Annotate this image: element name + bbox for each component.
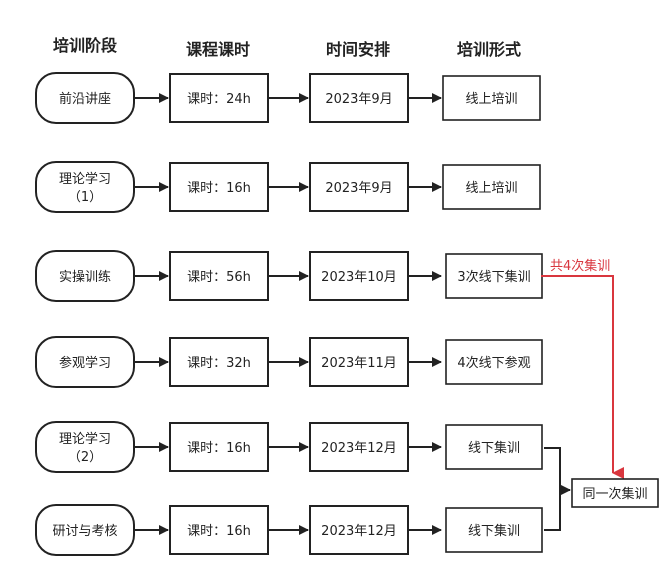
- form-box: [445, 424, 543, 470]
- merge-bracket: [544, 447, 561, 531]
- merge-connector-red: [541, 275, 624, 479]
- stage-label: 参观学习: [59, 355, 111, 371]
- time-label: 2023年11月: [321, 356, 397, 371]
- stage-label: 理论学习: [59, 171, 111, 187]
- stage-label: 研讨与考核: [52, 524, 117, 539]
- merge-box: [571, 478, 659, 508]
- hours-label: 课时：56h: [187, 270, 251, 285]
- header-stage: 培训阶段: [53, 36, 118, 55]
- time-box: [309, 505, 409, 555]
- time-box: [309, 251, 409, 301]
- form-box: [442, 164, 541, 210]
- header-hours: 课程课时: [186, 40, 250, 59]
- stage-label: 实操训练: [59, 269, 111, 285]
- stage-label: 理论学习: [59, 431, 111, 447]
- form-label: 线下集训: [468, 440, 520, 456]
- note-label: 共4次集训: [550, 258, 610, 274]
- time-label: 2023年9月: [325, 92, 392, 107]
- form-label: 4次线下参观: [457, 355, 530, 371]
- form-box: [445, 507, 543, 553]
- stage-label: 前沿讲座: [59, 91, 111, 107]
- hours-label: 课时：16h: [187, 524, 251, 539]
- form-box: [442, 75, 541, 121]
- hours-label: 课时：16h: [187, 441, 251, 456]
- hours-box: [169, 162, 269, 212]
- stage-label-sub: （1）: [68, 190, 102, 205]
- header-time: 时间安排: [326, 40, 390, 59]
- form-label: 线下集训: [468, 523, 520, 539]
- form-label: 线上培训: [465, 91, 517, 107]
- hours-label: 课时：16h: [187, 181, 251, 196]
- hours-box: [169, 251, 269, 301]
- hours-box: [169, 337, 269, 387]
- form-label: 3次线下集训: [457, 269, 530, 285]
- hours-box: [169, 505, 269, 555]
- time-box: [309, 337, 409, 387]
- time-label: 2023年9月: [325, 181, 392, 196]
- stage-label-sub: （2）: [68, 450, 102, 465]
- merge-box-label: 同一次集训: [582, 486, 647, 502]
- hours-label: 课时：32h: [187, 356, 251, 371]
- time-label: 2023年12月: [321, 524, 397, 539]
- form-label: 线上培训: [465, 180, 517, 196]
- hours-box: [169, 73, 269, 123]
- time-label: 2023年10月: [321, 270, 397, 285]
- time-label: 2023年12月: [321, 441, 397, 456]
- time-box: [309, 162, 409, 212]
- form-box: [445, 339, 543, 385]
- header-form: 培训形式: [457, 40, 521, 59]
- hours-label: 课时：24h: [187, 92, 251, 107]
